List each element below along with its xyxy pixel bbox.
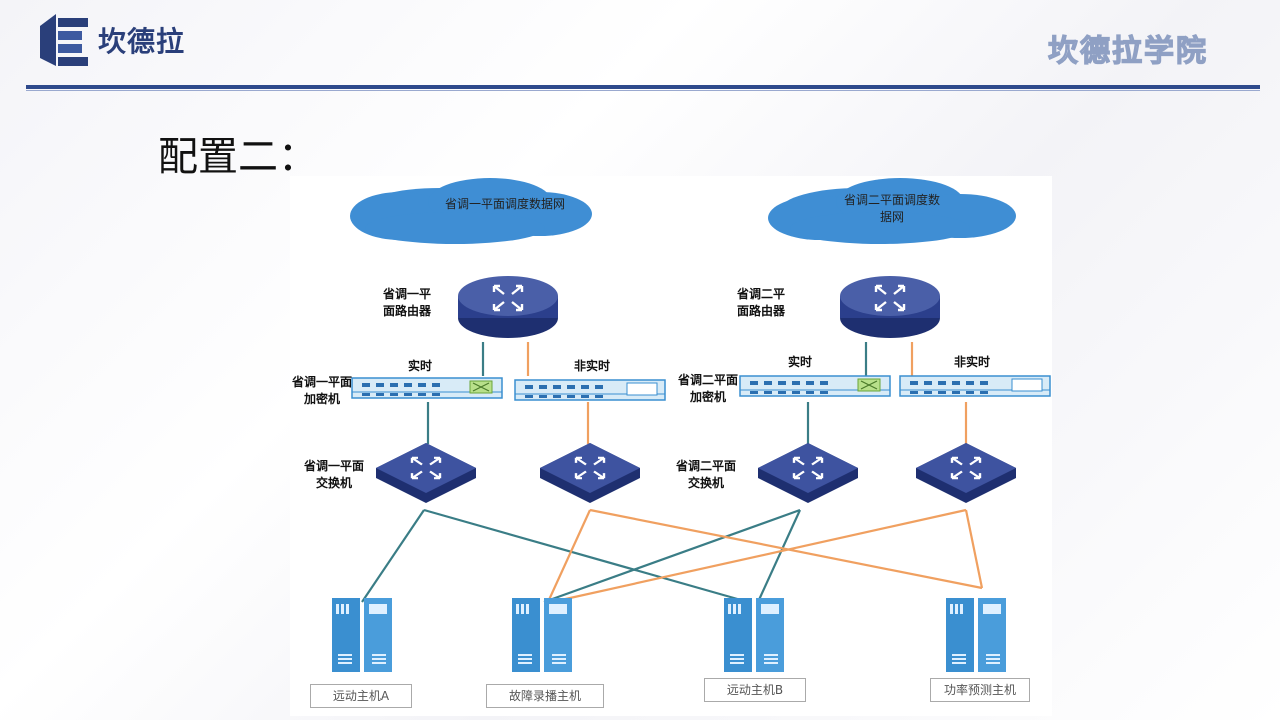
encryptor-2-nonrealtime-icon <box>899 375 1051 397</box>
host-b-server-icon <box>724 598 784 672</box>
nonrealtime-links <box>546 508 984 604</box>
switch-2-nonrealtime-icon <box>916 443 1016 503</box>
router-1-icon <box>458 276 558 338</box>
switch-1-realtime-icon <box>376 443 476 503</box>
power-forecast-host-label: 功率预测主机 <box>930 678 1030 702</box>
switch-2-label: 省调二平面交换机 <box>676 459 737 490</box>
router-2-icon <box>840 276 940 338</box>
cloud-2-label: 省调二平面调度数据网 <box>843 193 940 224</box>
brand-logo-icon <box>40 14 88 66</box>
network-diagram: 省调一平面调度数据网 省调二平面调度数据网 省调一平面路由器 省调二平面路由器 … <box>290 176 1052 716</box>
switch-1-nonrealtime-icon <box>540 443 640 503</box>
power-forecast-server-icon <box>946 598 1006 672</box>
realtime-links <box>361 508 802 604</box>
network-diagram-graphics <box>332 178 1051 672</box>
brand-name: 坎德拉 <box>98 25 186 58</box>
brand-logo: 坎德拉 <box>40 14 185 66</box>
slide-title: 配置二： <box>158 134 318 180</box>
nonrealtime-label-2: 非实时 <box>954 355 991 369</box>
realtime-label-2: 实时 <box>788 355 813 369</box>
switch-2-realtime-icon <box>758 443 858 503</box>
cloud-2 <box>768 178 1016 244</box>
academy-watermark: 坎德拉学院 <box>1047 33 1208 69</box>
encryptor-1-nonrealtime-icon <box>514 379 666 401</box>
encryptor-1-label: 省调一平面加密机 <box>292 375 353 406</box>
router-1-label: 省调一平面路由器 <box>382 287 431 318</box>
encryptor-2-realtime-icon <box>739 375 891 397</box>
encryptor-2-label: 省调二平面加密机 <box>678 373 739 404</box>
encryptor-1-realtime-icon <box>351 377 503 399</box>
router-2-label: 省调二平面路由器 <box>736 287 785 318</box>
nonrealtime-label-1: 非实时 <box>574 359 611 373</box>
host-b-label: 远动主机B <box>704 678 806 702</box>
switch-1-label: 省调一平面交换机 <box>304 459 365 490</box>
realtime-label-1: 实时 <box>408 359 433 373</box>
fault-record-host-label: 故障录播主机 <box>486 684 604 708</box>
host-a-label: 远动主机A <box>310 684 412 708</box>
fault-record-server-icon <box>512 598 572 672</box>
cloud-1-label: 省调一平面调度数据网 <box>444 197 565 211</box>
header-divider <box>26 85 1260 89</box>
header-divider-thin <box>26 90 1260 91</box>
host-a-server-icon <box>332 598 392 672</box>
cloud-1 <box>350 178 592 244</box>
